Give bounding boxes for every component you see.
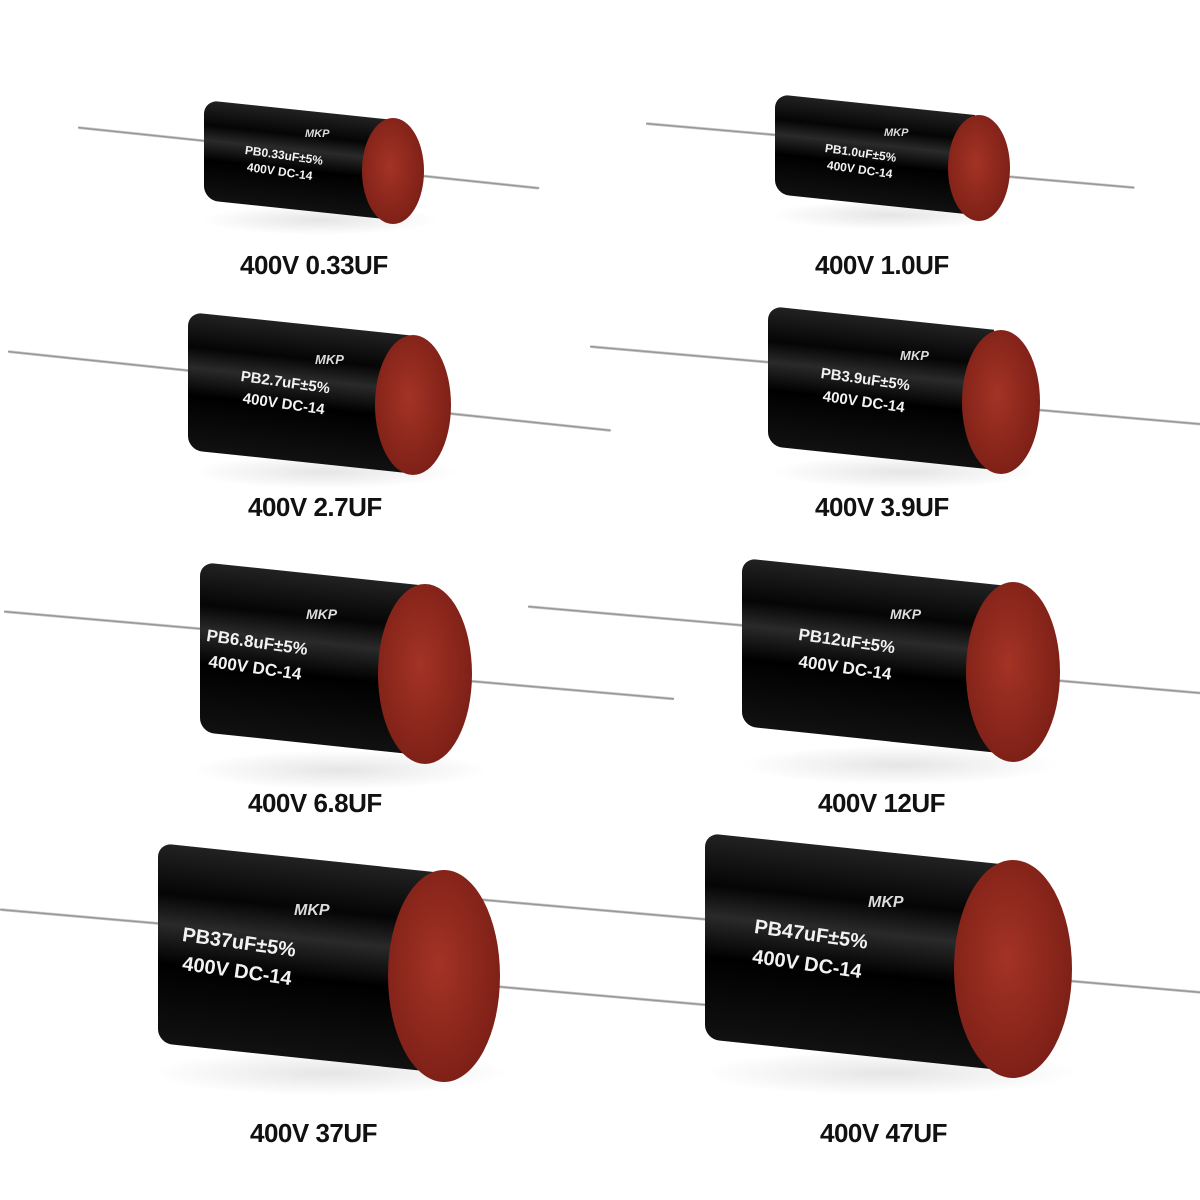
end-cap [954,860,1072,1078]
brand-marking: MKP [884,127,909,139]
caption: 400V 1.0UF [815,250,949,280]
lead-left [645,122,786,138]
brand-marking: MKP [890,606,922,622]
capacitor-body [742,558,1004,754]
end-cap [388,870,500,1082]
brand-marking: MKP [306,606,338,622]
brand-marking: MKP [315,352,344,367]
caption: 400V 47UF [820,1118,948,1148]
caption: 400V 12UF [818,788,946,818]
caption: 400V 6.8UF [248,788,382,818]
brand-marking: MKP [868,894,904,911]
lead-left [7,350,198,373]
lead-back [479,898,710,922]
lead-left [527,605,748,628]
brand-marking: MKP [900,348,929,363]
brand-marking: MKP [305,128,330,140]
end-cap [948,115,1010,221]
lead-left [589,345,780,365]
lead-left [0,908,170,926]
caption: 400V 2.7UF [248,492,382,522]
caption: 400V 37UF [250,1118,378,1148]
end-cap [962,330,1040,474]
end-cap [966,582,1060,762]
caption: 400V 3.9UF [815,492,949,522]
brand-marking: MKP [294,902,330,919]
lead-left [3,610,204,631]
end-cap [362,118,424,224]
end-cap [378,584,472,764]
caption: 400V 0.33UF [240,250,388,280]
shadow [190,750,490,790]
end-cap [375,335,451,475]
lead-left [77,126,208,143]
